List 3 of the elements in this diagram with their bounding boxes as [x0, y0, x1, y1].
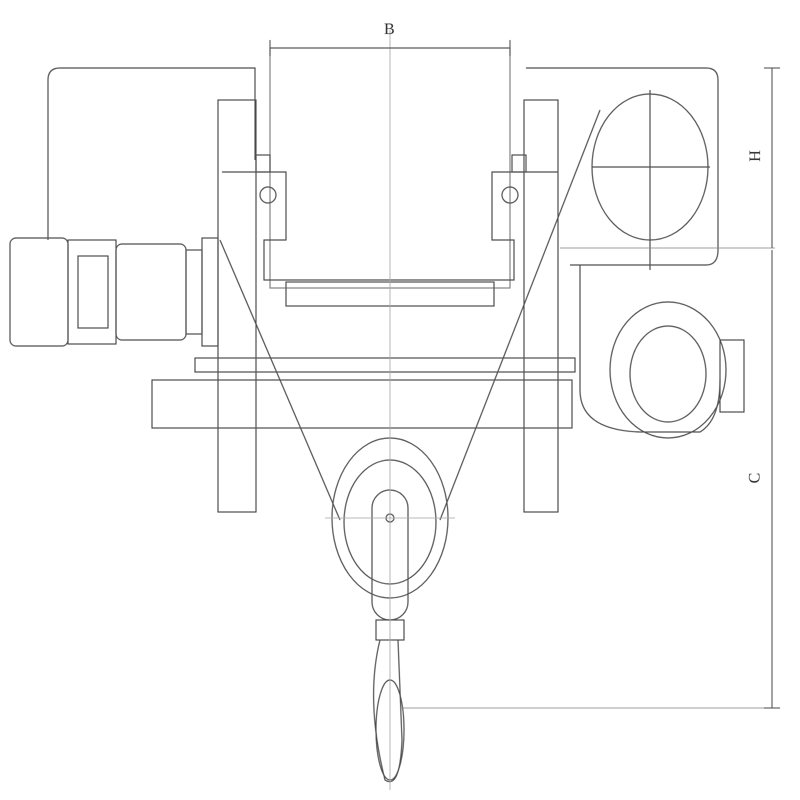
dimension-label: C: [747, 472, 764, 484]
dimension-label: H: [748, 150, 764, 162]
dimension-label: B: [384, 22, 395, 38]
